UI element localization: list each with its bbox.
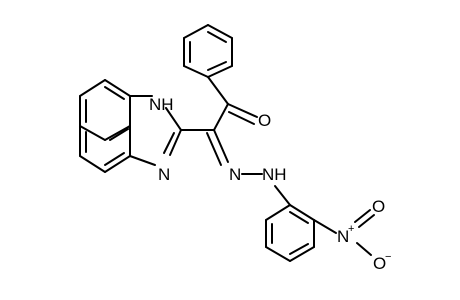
o-nitro-bottom-label: O [373,254,386,273]
bond [265,204,291,221]
bond [227,103,258,118]
bond [207,61,227,71]
bond [79,155,106,173]
bond [228,111,255,125]
bond [104,155,131,173]
bond [79,79,106,97]
bond [104,86,125,100]
bond [289,211,309,224]
bond [354,209,371,223]
side-chain [180,76,291,206]
phenyl-ring [183,24,233,78]
bond [104,152,125,166]
n-nitro-label: N [337,227,349,246]
nitro-o-charge-label: − [385,251,391,263]
bond [109,128,129,141]
bond [289,243,309,255]
bond [289,246,315,262]
o-carbonyl-label: O [258,111,271,130]
bond [265,246,291,262]
o-nitro-top-label: O [372,197,385,216]
bond [183,65,209,78]
bond [163,132,175,154]
bond [104,79,131,97]
bond [104,125,131,141]
bond [183,24,209,39]
bond [358,214,375,228]
bond [206,132,222,166]
nitro-n-charge-label: + [348,223,354,235]
bond [313,219,337,234]
bond [207,76,229,105]
nh-hydrazone-label: NH [262,165,287,184]
n-azo-label: N [229,165,241,184]
n-ring-label: N [158,165,170,184]
bond [79,125,106,141]
bond [289,204,315,221]
bond [274,185,291,206]
nitrophenyl-ring [265,204,375,262]
nh-ring-label: NH [149,95,174,114]
perimidine-ring-system [79,79,182,173]
bond [129,155,156,166]
bond [165,107,182,131]
bond [356,242,372,256]
bond [207,24,233,39]
atom-labels: NH N O N NH N + O O − [149,95,391,273]
bond [213,129,229,163]
bond [169,129,182,156]
bond [207,31,227,43]
bond [207,65,233,78]
bond [213,103,229,131]
